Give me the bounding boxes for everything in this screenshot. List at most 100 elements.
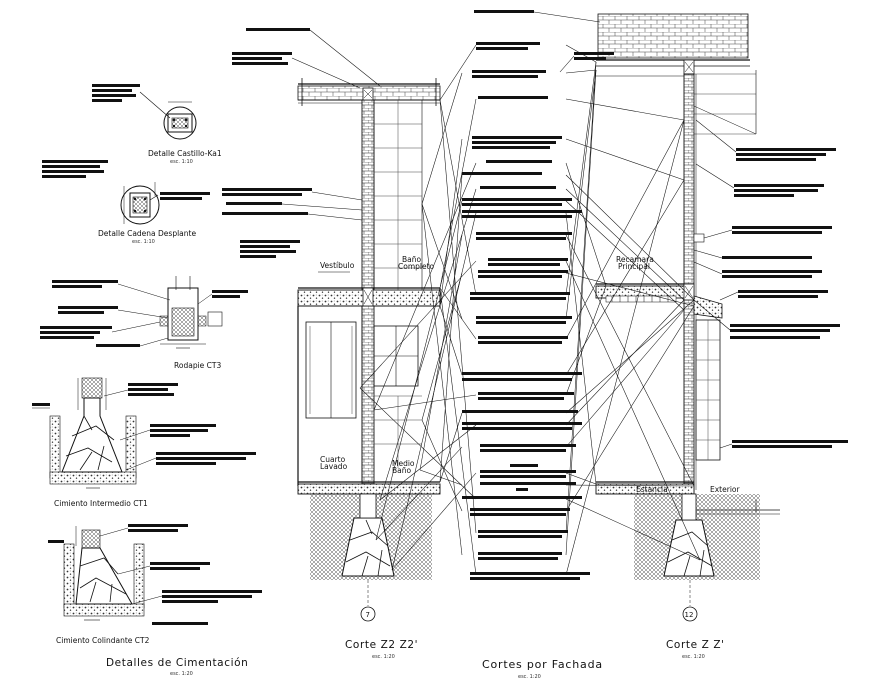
annotation-label xyxy=(232,62,288,65)
corte-z-title: Corte Z Z' xyxy=(666,639,725,651)
annotation-label xyxy=(462,372,582,375)
annotation-label xyxy=(730,329,830,332)
leader-line xyxy=(719,443,733,449)
rodapie-title: Rodapie CT3 xyxy=(174,361,221,370)
leader-line xyxy=(379,188,477,501)
cimiento-intermedio-ct1: Cimiento Intermedio CT1 xyxy=(32,377,256,508)
leader-line xyxy=(359,260,477,389)
annotation-label xyxy=(472,146,550,149)
cimiento-colindante-ct2: Cimiento Colindante CT2 Detalles de Cime… xyxy=(48,524,262,677)
leader-line xyxy=(439,138,463,307)
annotation-label xyxy=(478,535,562,538)
annotation-label xyxy=(574,57,606,60)
leader-line xyxy=(359,387,477,500)
leader-line xyxy=(439,99,477,296)
annotation-label xyxy=(462,496,582,499)
leader-line xyxy=(693,261,723,275)
annotation-label xyxy=(226,202,282,205)
annotation-label xyxy=(474,10,534,13)
leader-line xyxy=(419,469,463,486)
leader-line xyxy=(719,291,739,301)
leader-line xyxy=(565,212,597,485)
annotation-label xyxy=(478,336,568,339)
leader-line xyxy=(565,69,597,74)
annotation-label xyxy=(472,141,556,144)
leader-line xyxy=(375,446,463,541)
annotation-label xyxy=(462,215,572,218)
annotation-label xyxy=(480,475,566,478)
annotation-label xyxy=(462,172,542,175)
annotation-label xyxy=(470,513,566,516)
annotation-label xyxy=(722,275,812,278)
leader-line xyxy=(565,119,685,340)
annotation-label xyxy=(732,445,832,448)
leader-line xyxy=(565,309,685,448)
annotation-label xyxy=(480,470,576,473)
annotation-label xyxy=(246,28,310,31)
annotation-label xyxy=(478,552,562,555)
leader-line xyxy=(421,203,463,320)
leader-line xyxy=(565,188,685,301)
annotation-label xyxy=(478,341,562,344)
annotation-label xyxy=(472,136,562,139)
corte-z2: 7 Vestíbulo Baño Completo Cuarto Lavado … xyxy=(297,78,441,660)
annotation-label xyxy=(472,75,538,78)
leader-line xyxy=(565,299,695,414)
annotation-label xyxy=(734,194,794,197)
annotation-label xyxy=(516,488,528,491)
annotation-label xyxy=(462,422,582,425)
leader-line xyxy=(291,57,361,89)
leader-line xyxy=(559,55,575,73)
annotation-label xyxy=(478,397,564,400)
leader-line xyxy=(439,98,477,289)
annotation-label xyxy=(462,210,582,213)
room-medio-bano-1: Medio xyxy=(392,459,415,468)
annotation-label xyxy=(240,240,300,243)
annotation-label xyxy=(470,572,590,575)
leader-line xyxy=(565,305,695,512)
leader-line xyxy=(439,412,463,483)
annotation-label xyxy=(462,427,572,430)
corte-z: 12 Recamara Principal Estancia Exterior … xyxy=(595,13,780,660)
leader-line xyxy=(565,98,685,121)
annotation-label xyxy=(240,250,296,253)
annotation-label xyxy=(462,378,572,381)
detalles-cimentacion-title: Detalles de Cimentación xyxy=(106,657,248,669)
leader-line xyxy=(533,11,601,23)
leader-line xyxy=(307,213,363,221)
annotation-label xyxy=(476,237,566,240)
leader-line xyxy=(565,484,695,487)
leader-line xyxy=(565,285,607,396)
leader-line xyxy=(421,272,463,421)
annotation-label xyxy=(478,275,562,278)
annotation-label xyxy=(736,148,836,151)
annotation-label xyxy=(462,203,562,206)
leader-line xyxy=(281,203,363,211)
leader-line xyxy=(695,119,737,153)
room-bano-completo-1: Baño xyxy=(402,255,421,264)
annotation-label xyxy=(480,186,556,189)
cortes-fachada-scale: esc. 1:20 xyxy=(518,674,541,680)
annotation-label xyxy=(478,96,548,99)
axis-7: 7 xyxy=(366,611,370,619)
annotation-label xyxy=(470,292,570,295)
leader-line xyxy=(565,200,685,311)
annotation-label xyxy=(472,70,546,73)
annotation-label xyxy=(240,255,276,258)
leader-line xyxy=(565,299,685,426)
room-cuarto-lavado-2: Lavado xyxy=(320,462,348,471)
leader-line xyxy=(693,249,723,259)
annotation-label xyxy=(732,231,822,234)
annotation-label xyxy=(734,189,818,192)
annotation-label xyxy=(574,52,614,55)
annotation-label xyxy=(510,464,538,467)
annotation-label xyxy=(470,577,580,580)
annotation-label xyxy=(480,449,566,452)
annotation-label xyxy=(722,270,822,273)
leader-line xyxy=(565,138,685,181)
leader-line xyxy=(421,72,463,205)
cimiento-intermedio-title: Cimiento Intermedio CT1 xyxy=(54,499,148,508)
annotation-notes xyxy=(222,10,848,580)
annotation-label xyxy=(222,212,308,215)
